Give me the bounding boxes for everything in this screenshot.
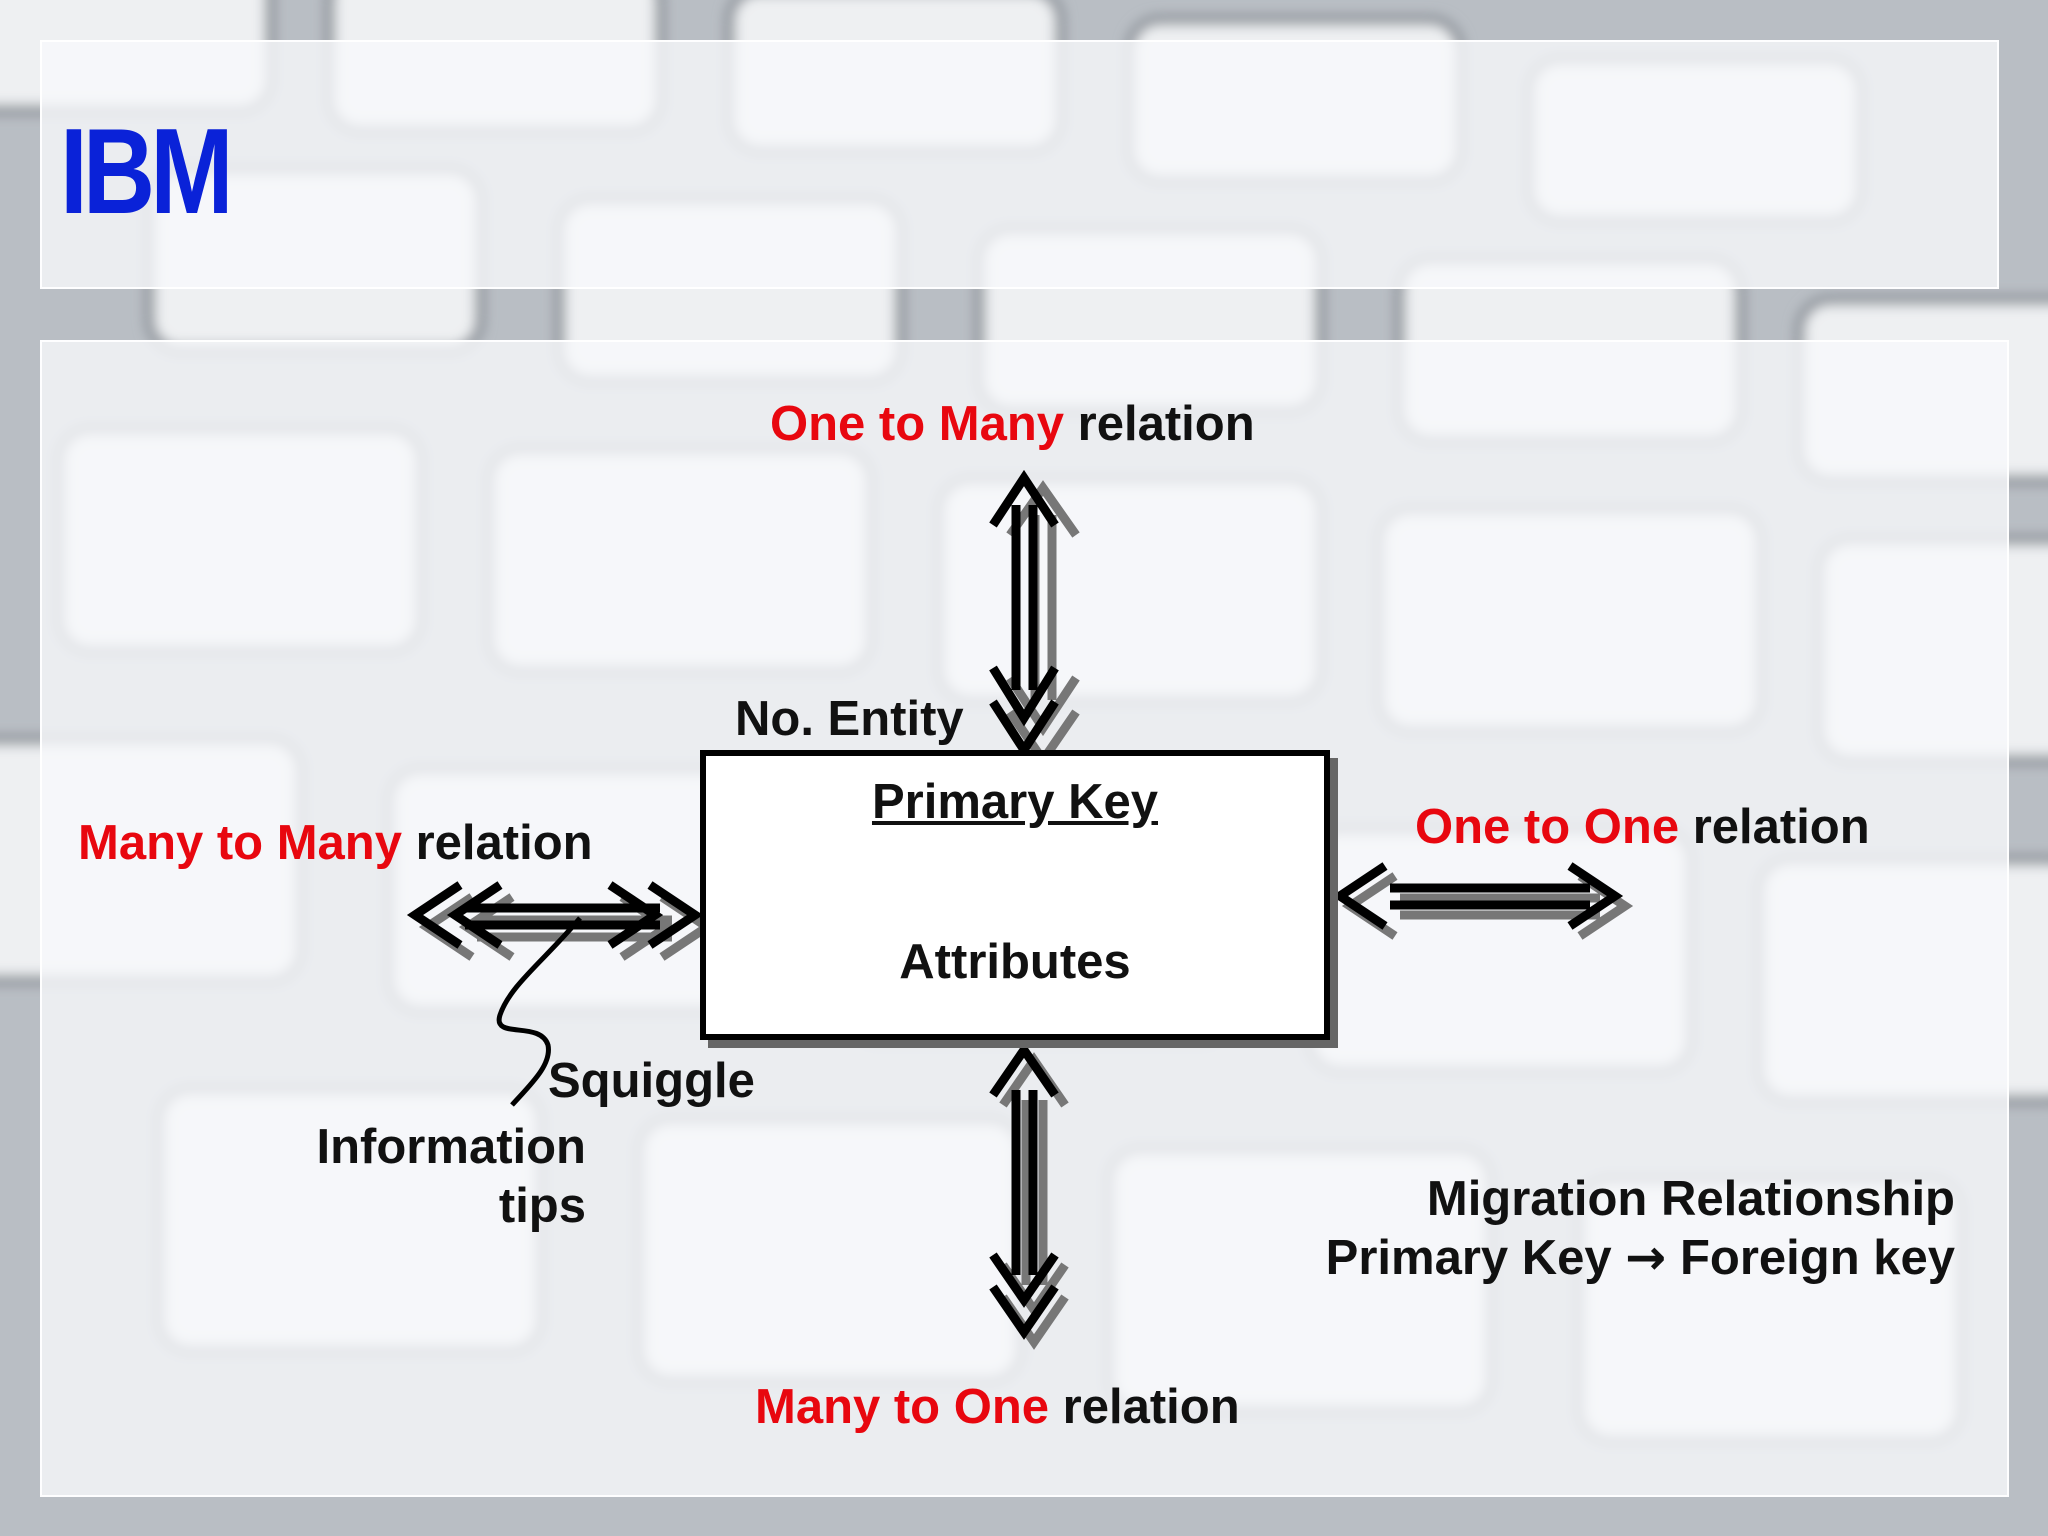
migration-note: Migration Relationship Primary Key → For…	[1280, 1170, 1955, 1288]
one-to-many-text: One to Many	[770, 397, 1065, 451]
migration-foreign-key: Foreign key	[1679, 1230, 1955, 1285]
many-to-many-text: Many to Many	[78, 816, 402, 870]
entity-name-label: No. Entity	[735, 692, 964, 746]
one-to-one-arrow	[1331, 862, 1624, 930]
migration-title: Migration Relationship	[1426, 1172, 1955, 1226]
primary-key-label: Primary Key	[871, 775, 1158, 829]
many-to-one-label: Many to One relation	[755, 1378, 1240, 1437]
many-to-one-arrow	[989, 1042, 1059, 1340]
information-tips-label: Information tips	[300, 1118, 586, 1236]
relation-word: relation	[401, 816, 593, 870]
header-panel	[40, 40, 1999, 289]
entity-box: Primary Key Attributes	[700, 750, 1330, 1040]
migration-mapping: Primary Key → Foreign key	[1280, 1229, 1955, 1288]
one-to-one-label: One to One relation	[1415, 798, 1870, 857]
migration-arrow-icon: →	[1625, 1228, 1667, 1286]
many-to-one-text: Many to One	[755, 1380, 1050, 1434]
one-to-one-text: One to One	[1415, 800, 1680, 854]
relation-word: relation	[1049, 1380, 1240, 1434]
information-text: Information	[316, 1120, 586, 1174]
relation-word: relation	[1679, 800, 1870, 854]
one-to-many-label: One to Many relation	[770, 395, 1255, 454]
ibm-logo: IBM	[60, 103, 234, 239]
migration-primary-key: Primary Key	[1325, 1230, 1612, 1285]
squiggle-line	[496, 916, 582, 1107]
many-to-many-arrow	[406, 881, 704, 949]
attributes-label: Attributes	[899, 935, 1131, 989]
relation-word: relation	[1064, 397, 1255, 451]
many-to-many-label: Many to Many relation	[78, 814, 593, 873]
squiggle-label: Squiggle	[548, 1054, 755, 1108]
tips-text: tips	[498, 1178, 586, 1233]
